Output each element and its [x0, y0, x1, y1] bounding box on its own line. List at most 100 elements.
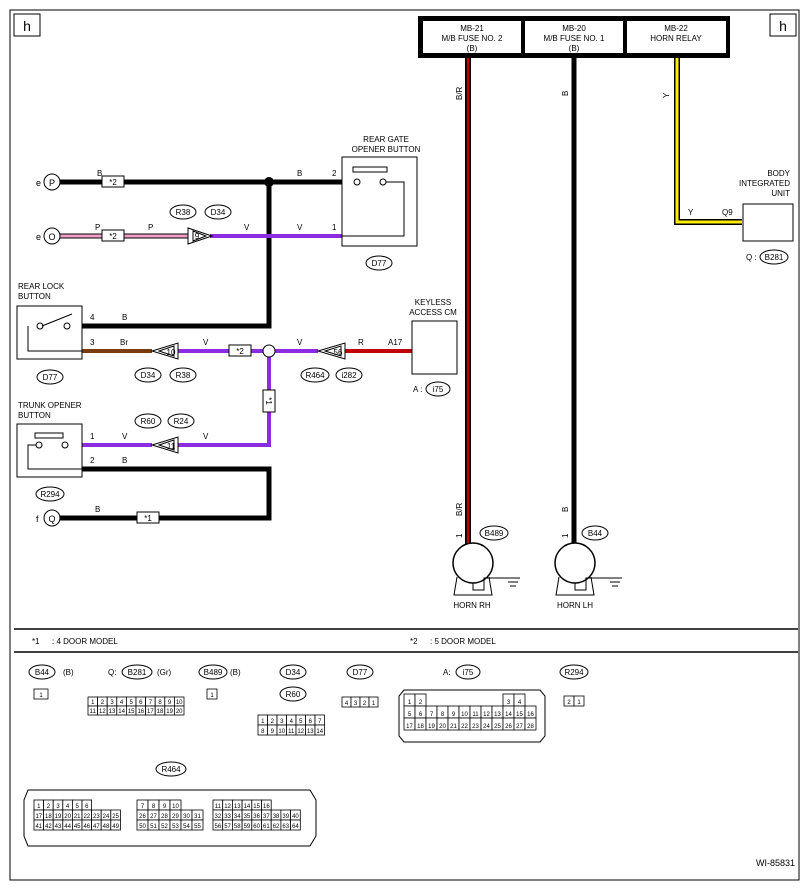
svg-text:R464: R464 — [305, 371, 325, 380]
connector-bubble-i282: i282 — [335, 367, 363, 383]
svg-text:ACCESS CM: ACCESS CM — [409, 308, 457, 317]
pin-number: 50 — [139, 824, 146, 830]
pin-number: 27 — [516, 724, 523, 730]
pin-number: 38 — [273, 814, 280, 820]
terminal-f-q: f Q — [36, 509, 61, 527]
label-wire-v: V — [297, 338, 303, 347]
pin-number: 64 — [292, 824, 299, 830]
pin-number: 13 — [307, 729, 314, 735]
pin-number: 6 — [85, 804, 89, 810]
pin-number: 22 — [461, 724, 468, 730]
pin-cell — [524, 717, 537, 731]
pin-number: 10 — [172, 804, 179, 810]
svg-text:*1: *1 — [32, 637, 40, 646]
svg-text:O: O — [48, 232, 55, 242]
label-wire-b: B — [97, 169, 102, 178]
label-wire-v: V — [297, 223, 303, 232]
pin-number: 6 — [309, 719, 313, 725]
pin-number: 2 — [567, 700, 571, 706]
terminal-e-p: e P — [36, 173, 61, 191]
svg-text:B281: B281 — [128, 668, 147, 677]
pin-number: 37 — [263, 814, 270, 820]
pin-cell — [33, 688, 49, 700]
label-wire-b: B — [561, 91, 570, 96]
pin-number: 3 — [56, 804, 60, 810]
svg-text:HORN LH: HORN LH — [557, 601, 593, 610]
pin-number: 25 — [112, 814, 119, 820]
pin-number: 39 — [282, 814, 289, 820]
svg-text:10: 10 — [167, 348, 176, 357]
pin-number: 5 — [130, 700, 134, 706]
svg-text:i282: i282 — [341, 371, 357, 380]
pin-number: 13 — [234, 804, 241, 810]
marker-s2-row-e2: *2 — [101, 229, 125, 242]
label-wire-y: Y — [662, 92, 671, 98]
trunk-opener-button: TRUNK OPENER BUTTON — [16, 401, 83, 478]
pin-cell — [191, 819, 204, 831]
pin-number: 59 — [244, 824, 251, 830]
corner-marker-right: h — [769, 13, 797, 37]
svg-text:(B): (B) — [467, 44, 478, 53]
svg-text:D34: D34 — [141, 371, 156, 380]
pin-number: 1 — [210, 693, 214, 699]
rear-gate-opener-button: REAR GATE OPENER BUTTON — [341, 135, 421, 247]
label-wire-p: P — [95, 223, 100, 232]
pin-label: 1 — [455, 533, 464, 538]
terminal-e-o: e O — [36, 227, 61, 245]
pin-cell — [290, 819, 301, 831]
pin-number: 23 — [472, 724, 479, 730]
pin-cell — [368, 696, 379, 708]
pin-number: 6 — [419, 712, 423, 718]
svg-text:HORN RH: HORN RH — [453, 601, 491, 610]
svg-text:A :: A : — [413, 385, 422, 394]
pin-number: 24 — [103, 814, 110, 820]
pin-number: 58 — [234, 824, 241, 830]
svg-text:BUTTON: BUTTON — [18, 411, 51, 420]
pin-number: 63 — [282, 824, 289, 830]
label-wire-b: B — [561, 507, 570, 512]
pin-number: 61 — [263, 824, 270, 830]
pin-number: 10 — [461, 712, 468, 718]
pin-number: 1 — [372, 701, 376, 707]
svg-text:B44: B44 — [588, 529, 603, 538]
pin-number: 4 — [66, 804, 70, 810]
svg-text:i75: i75 — [463, 668, 474, 677]
pin-cell — [173, 705, 185, 716]
pin-number: 40 — [292, 814, 299, 820]
svg-text:UNIT: UNIT — [771, 189, 790, 198]
pin-number: 8 — [261, 729, 265, 735]
pin-number: 2 — [363, 701, 367, 707]
pin-number: 17 — [35, 814, 42, 820]
fuse-cell-mb21: MB-21 M/B FUSE NO. 2 (B) — [442, 24, 503, 53]
fuse-cell-mb22: MB-22 HORN RELAY — [650, 24, 702, 43]
svg-text:INTEGRATED: INTEGRATED — [739, 179, 790, 188]
svg-text:D77: D77 — [372, 259, 387, 268]
pin-number: 43 — [55, 824, 62, 830]
pin-label: 2 — [332, 169, 337, 178]
pin-number: 13 — [494, 712, 501, 718]
label-wire-b: B — [95, 505, 100, 514]
pin-number: 10 — [278, 729, 285, 735]
svg-text:R38: R38 — [176, 371, 191, 380]
pin-number: 12 — [99, 709, 106, 715]
svg-text:*2: *2 — [410, 637, 418, 646]
connector-bubble-d34: D34 — [134, 367, 162, 383]
svg-text:R464: R464 — [161, 765, 181, 774]
pin-cell — [110, 819, 121, 831]
svg-text:*2: *2 — [109, 178, 117, 187]
connector-bubble-r38: R38 — [169, 204, 197, 220]
page-frame — [9, 9, 800, 881]
svg-text:B489: B489 — [485, 529, 504, 538]
pin-number: 46 — [83, 824, 90, 830]
pin-number: 20 — [176, 709, 183, 715]
pin-number: 36 — [253, 814, 260, 820]
pin-number: 1 — [91, 700, 95, 706]
connector-bubble-i75: A : i75 — [413, 381, 451, 397]
pin-label: Q9 — [722, 208, 733, 217]
pin-label: 1 — [90, 432, 95, 441]
svg-text:B281: B281 — [765, 253, 784, 262]
svg-text:R294: R294 — [564, 668, 584, 677]
pin-number: 15 — [516, 712, 523, 718]
